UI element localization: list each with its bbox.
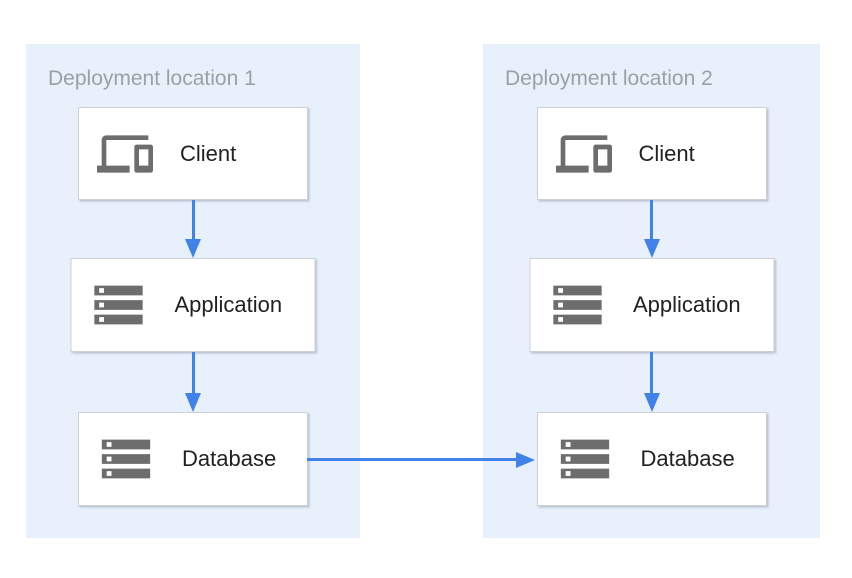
storage-icon: [97, 430, 155, 488]
node-label: Database: [640, 446, 735, 471]
client-to-application-arrow: [650, 200, 653, 239]
node-label: Application: [633, 292, 741, 317]
location-1-application-node: Application: [70, 258, 316, 352]
location-1-client-node: Client: [78, 107, 308, 200]
application-to-database-arrow: [191, 352, 195, 393]
devices-icon: [556, 126, 612, 182]
deployment-location-1-panel: Deployment location 1 Client Application…: [26, 44, 360, 538]
database-replication-arrow: [307, 458, 516, 461]
node-label: Client: [180, 140, 237, 166]
node-label: Database: [182, 446, 277, 471]
location-2-application-node: Application: [529, 258, 774, 352]
node-label: Application: [174, 292, 283, 317]
location-1-database-node: Database: [78, 412, 308, 506]
storage-icon: [548, 276, 606, 334]
application-to-database-arrow: [650, 352, 653, 393]
storage-icon: [90, 276, 148, 334]
client-to-application-arrow: [191, 200, 195, 239]
panel-title: Deployment location 1: [48, 67, 256, 90]
location-2-client-node: Client: [536, 107, 767, 200]
devices-icon: [97, 126, 153, 182]
storage-icon: [556, 430, 614, 488]
panel-title: Deployment location 2: [505, 67, 713, 90]
node-label: Client: [638, 140, 695, 166]
location-2-database-node: Database: [536, 412, 767, 506]
deployment-location-2-panel: Deployment location 2 Client Application…: [483, 44, 820, 538]
